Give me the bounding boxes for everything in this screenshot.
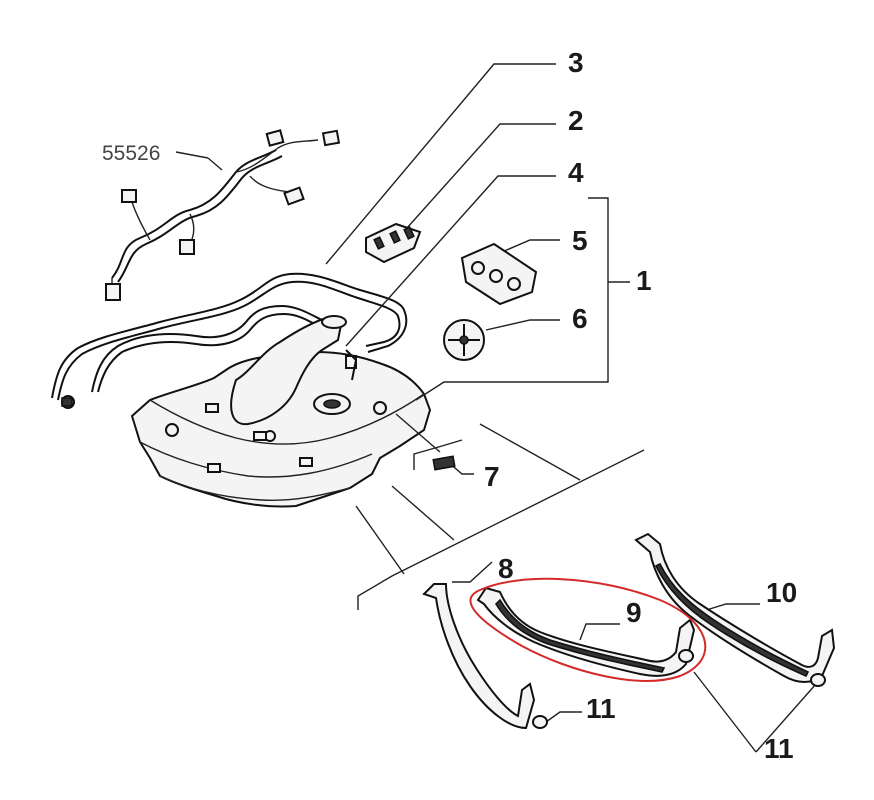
callout-7: 7	[484, 461, 500, 492]
strap-part-9	[476, 586, 696, 677]
fuel-line-pipes	[51, 272, 408, 409]
fuel-tank	[130, 315, 432, 508]
nut-part-11	[532, 649, 826, 729]
callout-11-left: 11	[586, 693, 616, 724]
callout-4: 4	[568, 157, 584, 188]
pad-part-7	[413, 439, 463, 471]
clip-part-2	[365, 222, 422, 264]
callout-8: 8	[498, 553, 514, 584]
callout-9: 9	[626, 597, 642, 628]
leader-lines	[325, 63, 817, 753]
wiring-harness	[105, 129, 341, 301]
strap-part-8	[422, 583, 536, 730]
callout-2: 2	[568, 105, 584, 136]
cap-part-6	[443, 319, 485, 361]
callout-3: 3	[568, 47, 584, 78]
callout-6: 6	[572, 303, 588, 334]
callout-10: 10	[766, 577, 797, 608]
callout-5: 5	[572, 225, 588, 256]
callout-1: 1	[636, 265, 652, 296]
strap-part-10	[634, 532, 836, 683]
highlight-ellipse	[469, 577, 707, 682]
clip-part-5	[460, 242, 538, 306]
harness-code-label: 55526	[102, 142, 160, 165]
callout-11-right: 11	[764, 733, 794, 764]
